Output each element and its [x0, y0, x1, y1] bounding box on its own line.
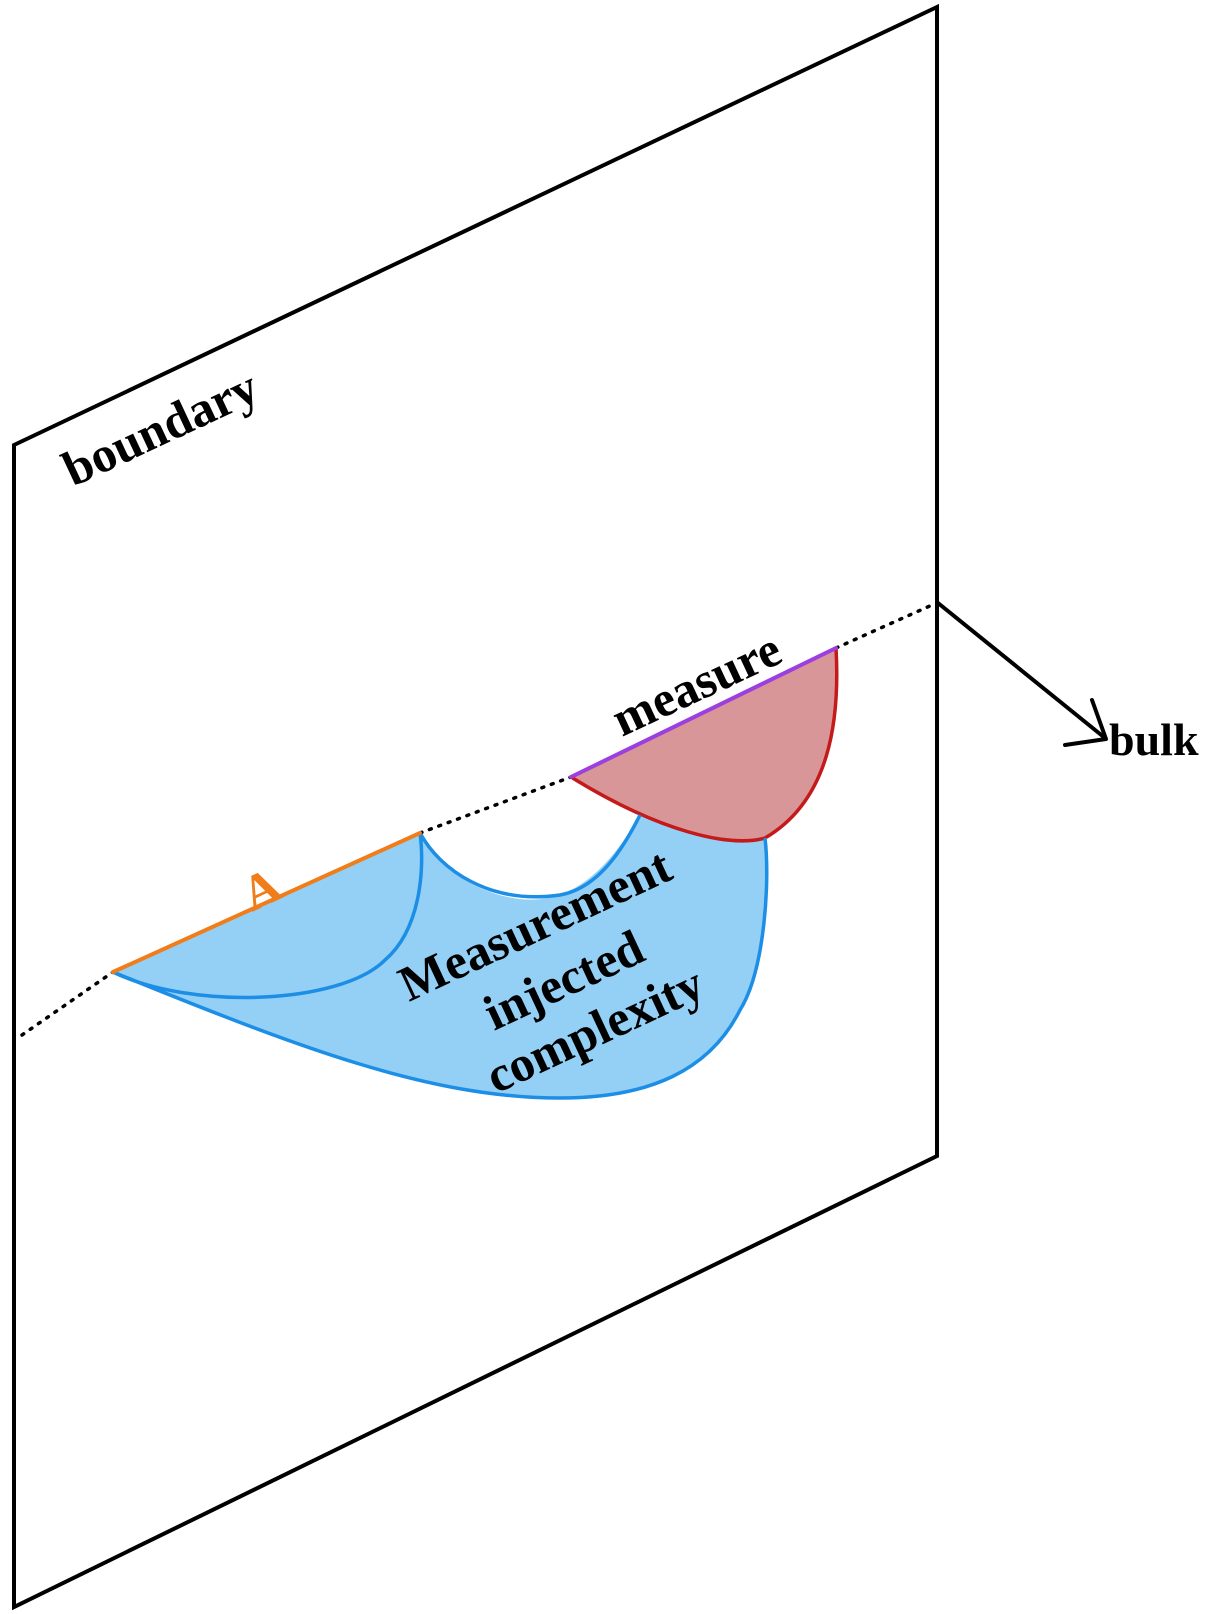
boundary-label: boundary: [54, 358, 267, 497]
measure-segment: [569, 646, 838, 779]
dotted-slice-line-middle: [418, 775, 573, 835]
dotted-slice-line-right: [834, 603, 934, 650]
measure-region: [569, 646, 839, 843]
bulk-label: bulk: [1109, 714, 1199, 765]
dotted-slice-line-left: [20, 970, 115, 1037]
region-a-segment: [111, 831, 422, 974]
complexity-inner-curve: [112, 832, 424, 1000]
boundary-plane: [12, 3, 939, 1611]
complexity-outer-curve: [112, 837, 769, 1100]
bulk-arrow: [936, 601, 1108, 747]
complexity-region: [113, 815, 767, 1098]
complexity-middle-curve: [418, 814, 642, 899]
